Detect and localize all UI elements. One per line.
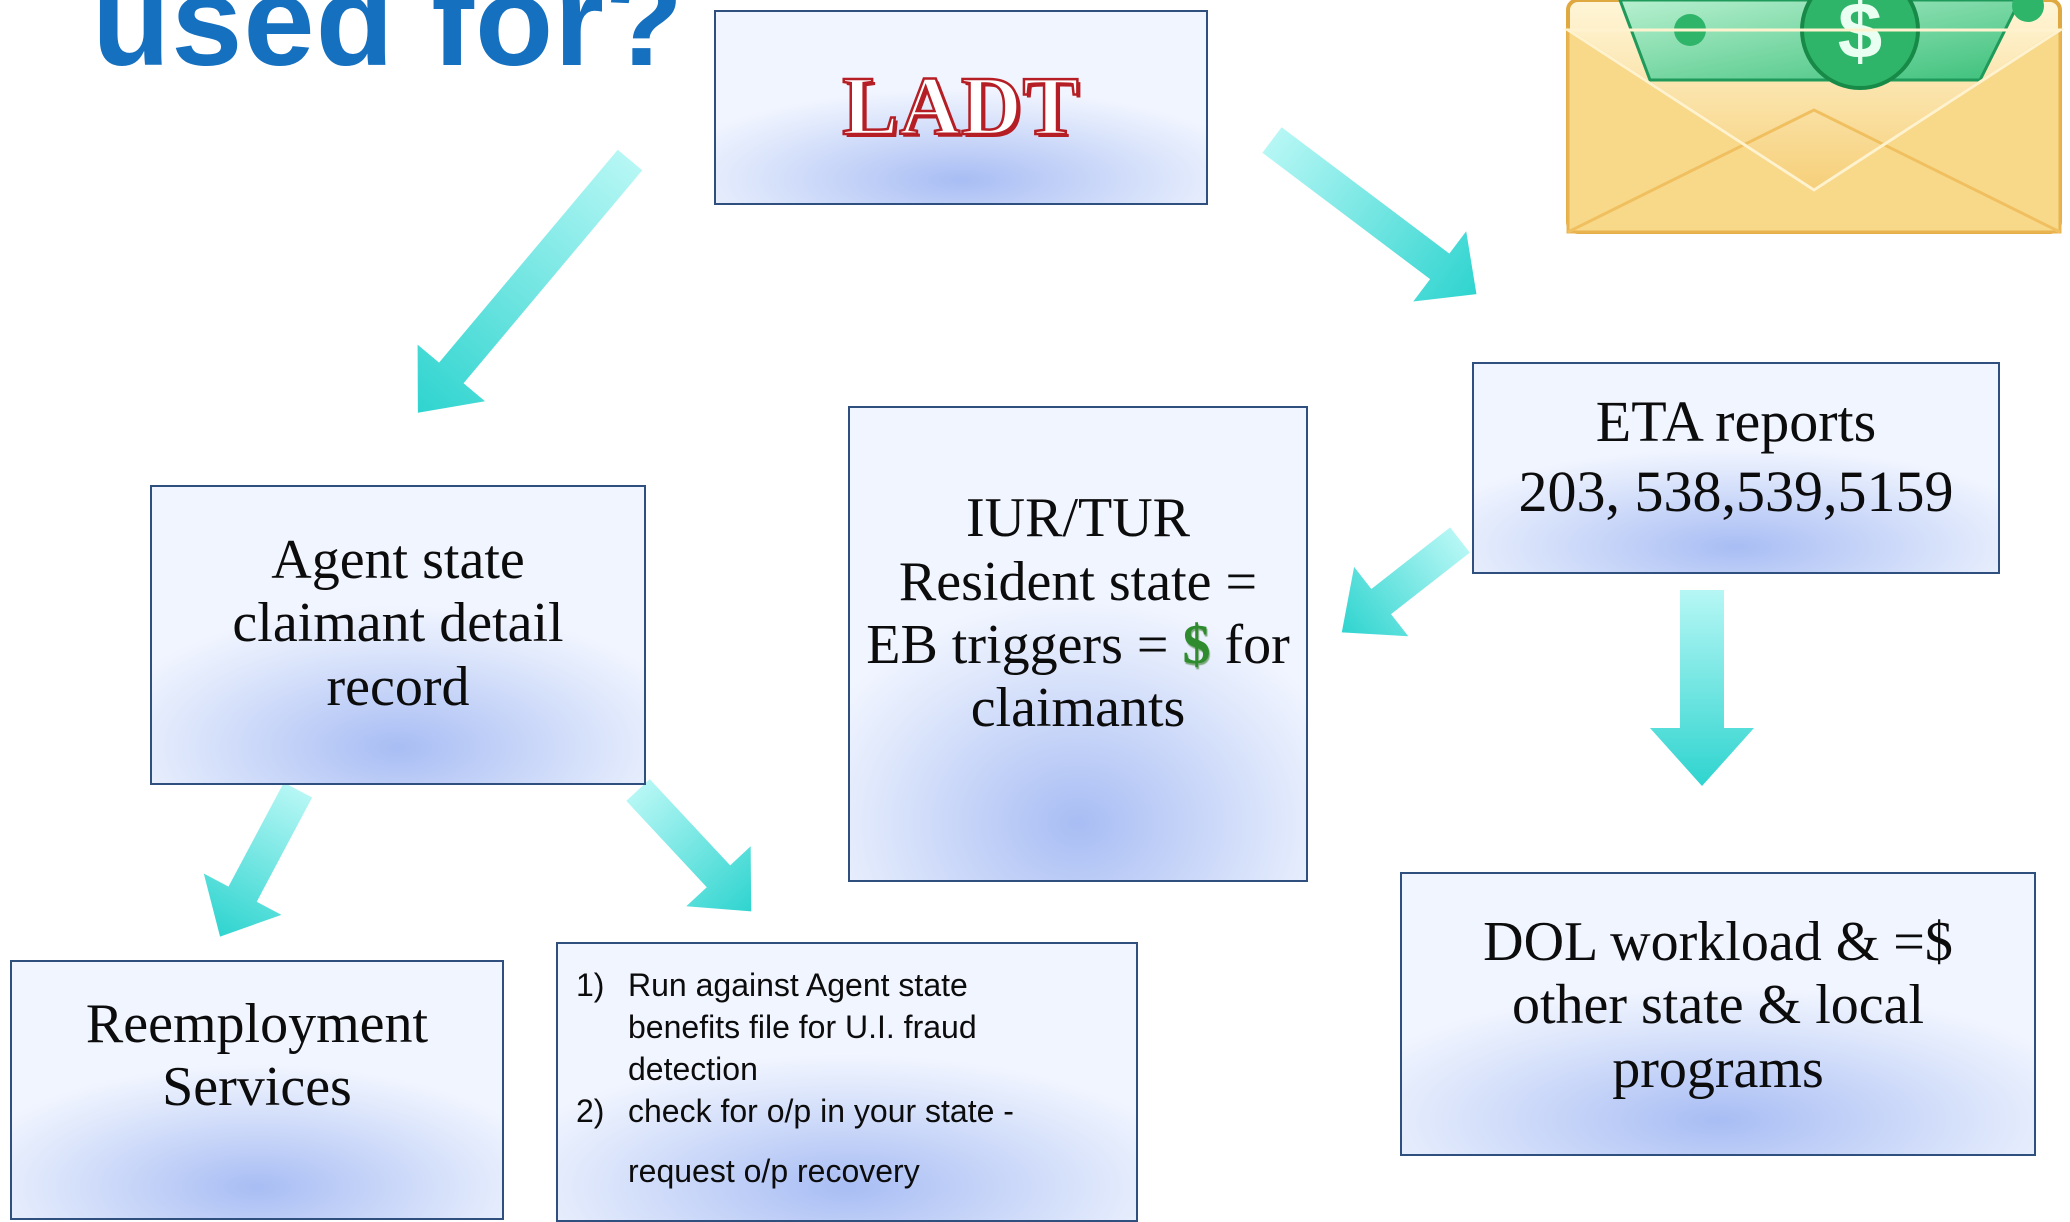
reemployment-line: Reemployment: [85, 992, 429, 1055]
iur-tur-line: IUR/TUR: [966, 487, 1190, 550]
agent-state-line: claimant detail: [232, 592, 564, 655]
dollar-icon: $: [1182, 614, 1211, 676]
svg-text:$: $: [1838, 0, 1883, 75]
agent-state-line: Agent state: [271, 529, 525, 592]
arrow-ladt-to-eta: [1262, 127, 1477, 302]
eta-reports-line: ETA reports: [1595, 389, 1877, 455]
dol-workload-box: DOL workload & =$ other state & local pr…: [1400, 872, 2036, 1156]
list-item: 2) check for o/p in your state - request…: [576, 1090, 1116, 1192]
dol-workload-line: other state & local: [1511, 974, 1925, 1037]
list-item-line: request o/p recovery: [628, 1153, 920, 1189]
run-against-list: 1) Run against Agent state benefits file…: [576, 964, 1116, 1192]
list-item-line: detection: [628, 1051, 758, 1087]
list-item-number: 2): [576, 1093, 605, 1129]
iur-tur-line: claimants: [970, 677, 1186, 740]
arrow-agent-to-reemployment: [203, 782, 313, 937]
for-text: for: [1224, 614, 1290, 676]
page-title: used for?: [92, 0, 685, 93]
eta-reports-text: ETA reports 203, 538,539,5159: [1519, 387, 1954, 526]
eta-reports-line: 203, 538,539,5159: [1518, 459, 1954, 524]
agent-state-box: Agent state claimant detail record: [150, 485, 646, 785]
iur-tur-text: IUR/TUR Resident state = EB triggers = $…: [866, 487, 1290, 740]
list-item: 1) Run against Agent state benefits file…: [576, 964, 1116, 1090]
arrow-agent-to-run: [626, 779, 752, 912]
eb-triggers-text: EB triggers =: [866, 614, 1169, 676]
list-item-line: benefits file for U.I. fraud: [628, 1009, 977, 1045]
dol-workload-line: programs: [1612, 1037, 1824, 1100]
iur-tur-box: IUR/TUR Resident state = EB triggers = $…: [848, 406, 1308, 882]
arrow-eta-to-dol: [1650, 590, 1754, 786]
agent-state-text: Agent state claimant detail record: [232, 529, 563, 719]
dol-workload-line: DOL workload & =$: [1483, 911, 1953, 974]
arrow-ladt-to-agent: [417, 149, 643, 413]
reemployment-box: Reemployment Services: [10, 960, 504, 1220]
list-item-number: 1): [576, 967, 605, 1003]
run-against-box: 1) Run against Agent state benefits file…: [556, 942, 1138, 1222]
dol-workload-text: DOL workload & =$ other state & local pr…: [1483, 911, 1953, 1101]
iur-tur-line: EB triggers = $ for: [866, 614, 1290, 677]
ladt-label: LADT: [841, 59, 1080, 154]
reemployment-line: Services: [162, 1056, 352, 1118]
reemployment-text: Reemployment Services: [86, 993, 428, 1120]
agent-state-line: record: [326, 655, 470, 718]
ladt-box: LADT: [714, 10, 1208, 205]
list-item-line: check for o/p in your state -: [628, 1093, 1014, 1129]
money-envelope-icon: $: [1562, 0, 2066, 234]
list-item-line: Run against Agent state: [628, 967, 968, 1003]
eta-reports-box: ETA reports 203, 538,539,5159: [1472, 362, 2000, 574]
iur-tur-line: Resident state =: [898, 550, 1258, 613]
arrow-eta-to-iur: [1341, 527, 1470, 637]
